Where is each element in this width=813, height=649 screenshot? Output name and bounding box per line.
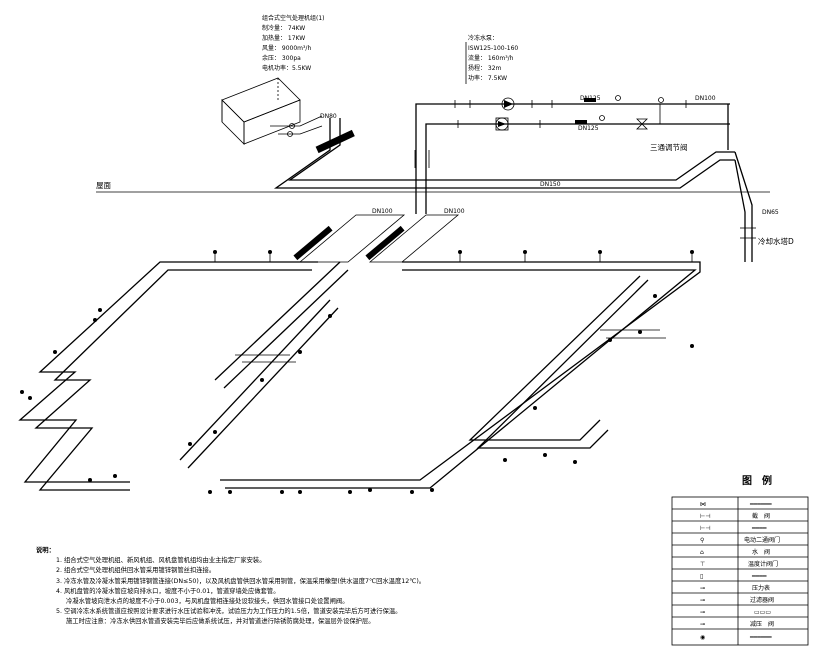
fan-coil-taps (20, 250, 694, 494)
ahu-info-line: 组合式空气处理机组(1) (262, 14, 325, 22)
pipe-size-label: DN65 (762, 209, 779, 216)
legend-symbol: ⊸ (700, 585, 705, 592)
ahu-connection-pipes: DN80 (270, 113, 355, 154)
pump-info-line: 功率： 7.5KW (468, 74, 507, 82)
notes-line: 5. 空调冷冻水系统管道应按照设计要求进行水压试验和冲洗，试验压力为工作压力的1… (56, 608, 402, 616)
legend-text: 电动二通阀门 (744, 536, 780, 544)
legend-text: 压力表 (752, 584, 770, 592)
legend-symbol: ⌂ (700, 549, 704, 556)
ahu-info-line: 余压： 300pa (262, 54, 301, 62)
notes-line: 施工时应注意：冷冻水供回水管道安装完毕后应做系统试压，并对管道进行除锈防腐处理，… (66, 618, 375, 626)
notes-line: 2. 组合式空气处理机组供回水管采用镀锌钢管丝扣连接。 (56, 567, 216, 575)
bypass-valve-label: 三通调节阀 (650, 142, 688, 152)
pipe-size-label: DN100 (372, 208, 393, 215)
pipe-size-label: DN125 (578, 125, 599, 132)
legend-text: ━━━━━━ (749, 501, 772, 508)
floor-loop-left (18, 261, 349, 491)
legend-text: 减压 阀 (750, 620, 774, 628)
legend-title: 图例 (742, 476, 782, 487)
legend-text: 温度计阀门 (748, 560, 778, 568)
legend-text: 截 阀 (752, 512, 770, 520)
ahu-info-line: 加热量： 17KW (262, 34, 305, 42)
pump-info-line: 流量： 160m³/h (468, 54, 514, 62)
legend-text: ━━━━ (751, 573, 767, 580)
pipe-size-label: DN100 (695, 95, 716, 102)
notes-line: 1. 组合式空气处理机组、新风机组、风机盘管机组均由业主指定厂家安装。 (56, 557, 266, 565)
cooling-tower-pipes: 冷却水塔D DN65 (734, 151, 794, 262)
roof-main-pipes: DN150 DN125 DN125 DN100 (273, 95, 735, 214)
roof-label: 屋面 (96, 181, 111, 190)
legend-text: ━━━━ (751, 525, 767, 532)
legend-text: 过滤器阀 (750, 596, 774, 604)
legend-symbol: ◉ (700, 634, 705, 641)
legend-text: ▭▭▭ (754, 609, 771, 616)
pipe-size-label: DN100 (444, 208, 465, 215)
legend-symbol: ⊤ (700, 561, 705, 568)
legend-symbol: ⊸ (700, 621, 705, 628)
pump-info: 冷冻水泵： ISW125-100-160 流量： 160m³/h 扬程： 32m… (465, 34, 518, 84)
pump-units: 三通调节阀 (454, 95, 688, 152)
pipe-size-label: DN150 (540, 181, 561, 188)
notes-line: 冷凝水管坡向泄水点的坡度不小于0.003，与风机盘管相连接处设软接头，供回水管接… (66, 598, 349, 606)
notes-line: 3. 冷冻水管及冷凝水管采用镀锌钢管连接(DN≤50)，以及风机盘管供回水管采用… (56, 577, 426, 585)
ahu-info-line: 风量： 9000m³/h (262, 45, 311, 52)
legend-symbol: ⊢⊣ (700, 513, 710, 520)
ahu-info: 组合式空气处理机组(1) 制冷量： 74KW 加热量： 17KW 风量： 900… (262, 14, 325, 72)
legend-symbol: ⊢⊣ (700, 525, 710, 532)
pump-info-line: 扬程： 32m (468, 64, 502, 72)
pump-info-line: ISW125-100-160 (468, 45, 518, 52)
notes-title: 说明： (36, 547, 55, 554)
ahu-info-line: 制冷量： 74KW (262, 24, 305, 32)
pump-info-line: 冷冻水泵： (468, 34, 498, 42)
distribution-manifolds: DN100 DN100 (293, 208, 465, 263)
floor-loop-right (220, 261, 701, 489)
ahu-box (221, 77, 301, 145)
legend-symbol: ⋈ (700, 501, 706, 508)
legend-symbol: ⚲ (700, 537, 704, 544)
legend-symbol: ⊸ (700, 597, 705, 604)
notes-line: 4. 风机盘管的冷凝水管应坡向排水口，坡度不小于0.01，管道穿墙处应做套管。 (56, 587, 280, 595)
ahu-info-line: 电机功率：5.5KW (262, 64, 311, 72)
legend-symbol: ⊸ (700, 609, 705, 616)
legend-text: 水 阀 (752, 548, 770, 556)
legend-text: ━━━━━━ (749, 634, 772, 641)
pipe-size-label: DN80 (320, 113, 337, 120)
cooling-tower-label: 冷却水塔D (758, 236, 794, 246)
legend-table: ⋈ ━━━━━━ ⊢⊣ 截 阀 ⊢⊣ ━━━━ ⚲ 电动二通阀门 ⌂ 水 阀 ⊤… (671, 496, 809, 646)
legend-symbol: ▯ (700, 573, 703, 580)
design-notes: 说明： 1. 组合式空气处理机组、新风机组、风机盘管机组均由业主指定厂家安装。 … (36, 546, 658, 628)
